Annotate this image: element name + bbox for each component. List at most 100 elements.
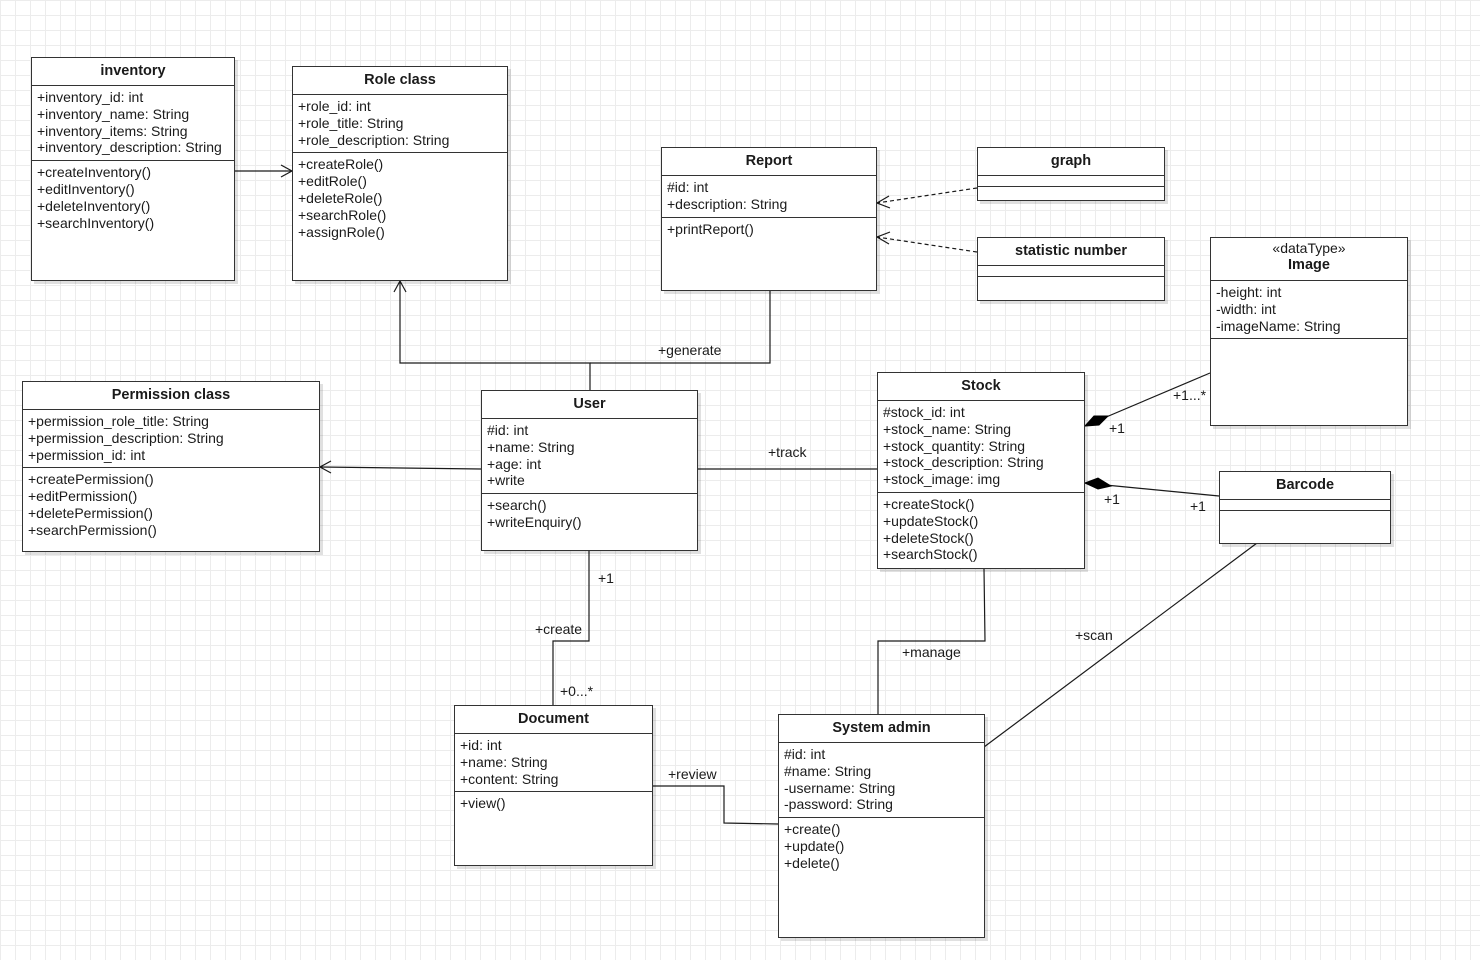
- operation-line: +assignRole(): [298, 223, 385, 240]
- stereotype-label: «dataType»: [1272, 240, 1346, 256]
- attributes-section: #id: int#name: String-username: String-p…: [779, 743, 984, 819]
- operation-line: +searchStock(): [883, 546, 978, 563]
- barcode-multiplicity: +1: [1190, 498, 1206, 514]
- operation-line: +createStock(): [883, 495, 975, 512]
- attribute-line: +name: String: [487, 438, 575, 455]
- attribute-line: +permission_id: int: [28, 446, 146, 463]
- attributes-section: [1220, 500, 1390, 511]
- attribute-line: -height: int: [1216, 284, 1282, 300]
- operation-line: +createInventory(): [37, 164, 151, 181]
- manage-association: [877, 568, 986, 714]
- statistic-report-dependency: [876, 236, 978, 253]
- attribute-line: +permission_description: String: [28, 429, 224, 446]
- class-stock[interactable]: Stock #stock_id: int+stock_name: String+…: [877, 372, 1085, 569]
- attributes-section: #id: int+description: String: [662, 176, 876, 218]
- attribute-line: +age: int: [487, 455, 542, 472]
- attribute-line: -password: String: [784, 796, 893, 813]
- class-name: Report: [662, 148, 876, 176]
- role-up-arrowhead: [393, 279, 407, 293]
- class-user[interactable]: User #id: int+name: String+age: int +writ…: [481, 390, 698, 551]
- class-name: User: [482, 391, 697, 419]
- class-name: Document: [455, 706, 652, 734]
- operations-section: +createStock()+updateStock()+deleteStock…: [878, 493, 1084, 568]
- operations-section: +createInventory()+editInventory()+delet…: [32, 161, 234, 280]
- class-permission[interactable]: Permission class +permission_role_title:…: [22, 381, 320, 552]
- operation-line: +create(): [784, 821, 841, 838]
- class-graph[interactable]: graph: [977, 147, 1165, 201]
- image-multiplicity: +1...*: [1173, 387, 1207, 403]
- attribute-line: +inventory_name: String: [37, 105, 190, 122]
- class-name: graph: [978, 148, 1164, 176]
- attributes-section: -height: int-width: int-imageName: Strin…: [1211, 281, 1407, 340]
- manage-label: +manage: [902, 644, 961, 660]
- operation-line: +delete(): [784, 854, 840, 871]
- attributes-section: +permission_role_title: String+permissio…: [23, 410, 319, 469]
- attributes-section: [978, 266, 1164, 277]
- graph-report-dependency: [876, 187, 978, 204]
- class-role[interactable]: Role class +role_id: int+role_title: Str…: [292, 66, 508, 281]
- class-inventory[interactable]: inventory +inventory_id: int+inventory_n…: [31, 57, 235, 281]
- attribute-line: +id: int: [460, 737, 502, 753]
- operation-line: +deleteRole(): [298, 189, 383, 206]
- class-name: System admin: [779, 715, 984, 743]
- operation-line: +searchInventory(): [37, 214, 155, 231]
- class-barcode[interactable]: Barcode: [1219, 471, 1391, 544]
- class-name: Stock: [878, 373, 1084, 401]
- class-name: Role class: [293, 67, 507, 95]
- class-document[interactable]: Document +id: int+name: String+content: …: [454, 705, 653, 866]
- class-name: Barcode: [1220, 472, 1390, 500]
- operation-line: +searchRole(): [298, 206, 387, 223]
- operation-line: +editRole(): [298, 173, 367, 190]
- operation-line: +createRole(): [298, 156, 384, 173]
- attribute-line: +role_id: int: [298, 98, 371, 114]
- generate-association: [590, 291, 771, 364]
- operations-section: [978, 277, 1164, 300]
- operation-line: +editInventory(): [37, 180, 135, 197]
- operation-line: +printReport(): [667, 220, 754, 237]
- operations-section: +createRole()+editRole()+deleteRole()+se…: [293, 153, 507, 280]
- attribute-line: +stock_description: String: [883, 454, 1044, 471]
- operation-line: +writeEnquiry(): [487, 513, 582, 530]
- attribute-line: -imageName: String: [1216, 317, 1341, 334]
- class-name: inventory: [32, 58, 234, 86]
- stock-barcode-composition: [1084, 482, 1220, 497]
- operation-line: +deleteInventory(): [37, 197, 151, 214]
- class-system-admin[interactable]: System admin #id: int#name: String-usern…: [778, 714, 985, 938]
- operation-line: +createPermission(): [28, 471, 154, 488]
- attribute-line: +inventory_description: String: [37, 139, 222, 156]
- attribute-line: +stock_image: img: [883, 471, 1001, 488]
- class-name: Image: [1288, 257, 1330, 273]
- role-arrowhead: [280, 164, 294, 178]
- attribute-line: +stock_name: String: [883, 420, 1012, 437]
- attribute-line: +stock_quantity: String: [883, 437, 1026, 454]
- operation-line: +update(): [784, 837, 845, 854]
- attributes-section: #stock_id: int+stock_name: String+stock_…: [878, 401, 1084, 493]
- image-composition-diamond: [1083, 415, 1110, 427]
- operation-line: +search(): [487, 497, 547, 514]
- attribute-line: #id: int: [784, 746, 826, 762]
- attribute-line: +content: String: [460, 770, 559, 787]
- scan-association: [983, 542, 1258, 748]
- create-label: +create: [535, 621, 582, 637]
- image-stock-multiplicity: +1: [1109, 420, 1125, 436]
- track-label: +track: [768, 444, 808, 460]
- review-association: [652, 785, 779, 825]
- permission-arrowhead: [318, 460, 332, 474]
- attribute-line: #stock_id: int: [883, 404, 965, 420]
- attributes-section: +inventory_id: int+inventory_name: Strin…: [32, 86, 234, 162]
- class-statistic-number[interactable]: statistic number: [977, 237, 1165, 301]
- attribute-line: +permission_role_title: String: [28, 413, 209, 429]
- operation-line: +updateStock(): [883, 512, 979, 529]
- attribute-line: -width: int: [1216, 300, 1276, 317]
- attribute-line: +description: String: [667, 195, 788, 212]
- create-document-multiplicity: +0...*: [560, 683, 594, 699]
- operation-line: +searchPermission(): [28, 521, 157, 538]
- attributes-section: +id: int+name: String+content: String: [455, 734, 652, 793]
- class-image[interactable]: «dataType» Image -height: int-width: int…: [1210, 237, 1408, 426]
- operation-line: +deletePermission(): [28, 504, 153, 521]
- operations-section: [978, 187, 1164, 200]
- review-label: +review: [668, 766, 718, 782]
- attribute-line: #id: int: [487, 422, 529, 438]
- class-report[interactable]: Report #id: int+description: String +pri…: [661, 147, 877, 291]
- barcode-composition-diamond: [1083, 477, 1113, 490]
